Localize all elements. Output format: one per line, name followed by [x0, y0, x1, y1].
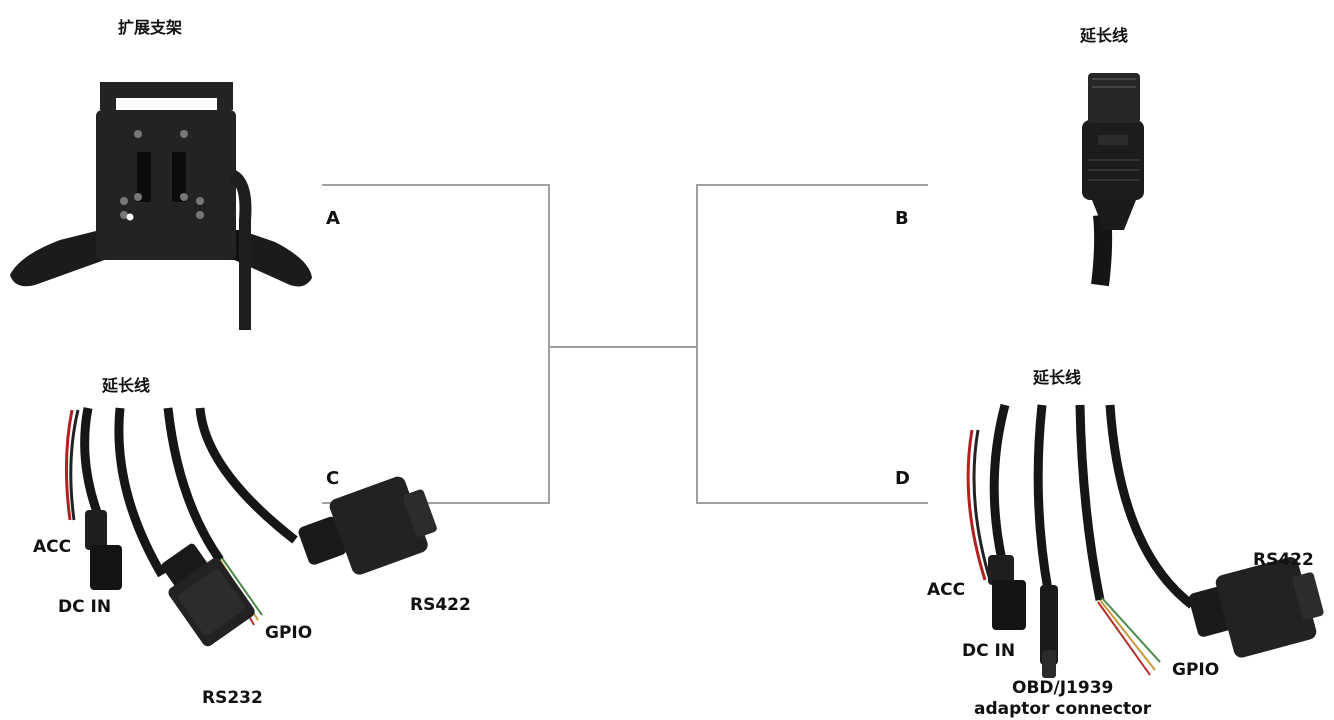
- panel-d-title: 延长线: [1033, 368, 1082, 387]
- panel-c-acc-label: ACC: [33, 537, 72, 557]
- line-b: [696, 184, 928, 347]
- panel-d-letter: D: [895, 468, 910, 489]
- cable-harness-photo: [966, 403, 1324, 678]
- panel-c-title: 延长线: [102, 376, 151, 395]
- panel-d-obd-label-line2: adaptor connector: [974, 699, 1152, 719]
- bracket-mount-photo: [10, 82, 312, 330]
- panel-c-gpio-label: GPIO: [265, 623, 313, 643]
- panel-a-letter: A: [326, 208, 340, 229]
- panel-c-rs232-label: RS232: [202, 688, 263, 708]
- panel-d-rs422-label: RS422: [1253, 550, 1314, 570]
- panel-c-letter: C: [326, 468, 340, 489]
- panel-b-letter: B: [895, 208, 909, 229]
- line-a: [322, 184, 550, 347]
- line-d: [696, 347, 928, 504]
- panel-d-acc-label: ACC: [927, 580, 966, 600]
- cable-harness-photo: [64, 407, 437, 647]
- panel-b-title: 延长线: [1080, 26, 1129, 45]
- panel-d-dcin-label: DC IN: [962, 641, 1016, 661]
- panel-a-title: 扩展支架: [118, 18, 183, 37]
- panel-d-obd-label-line1: OBD/J1939: [1012, 678, 1114, 698]
- panel-d-gpio-label: GPIO: [1172, 660, 1220, 680]
- panel-c-dcin-label: DC IN: [58, 597, 112, 617]
- panel-c-rs422-label: RS422: [410, 595, 471, 615]
- connector-plug-photo: [1082, 73, 1144, 287]
